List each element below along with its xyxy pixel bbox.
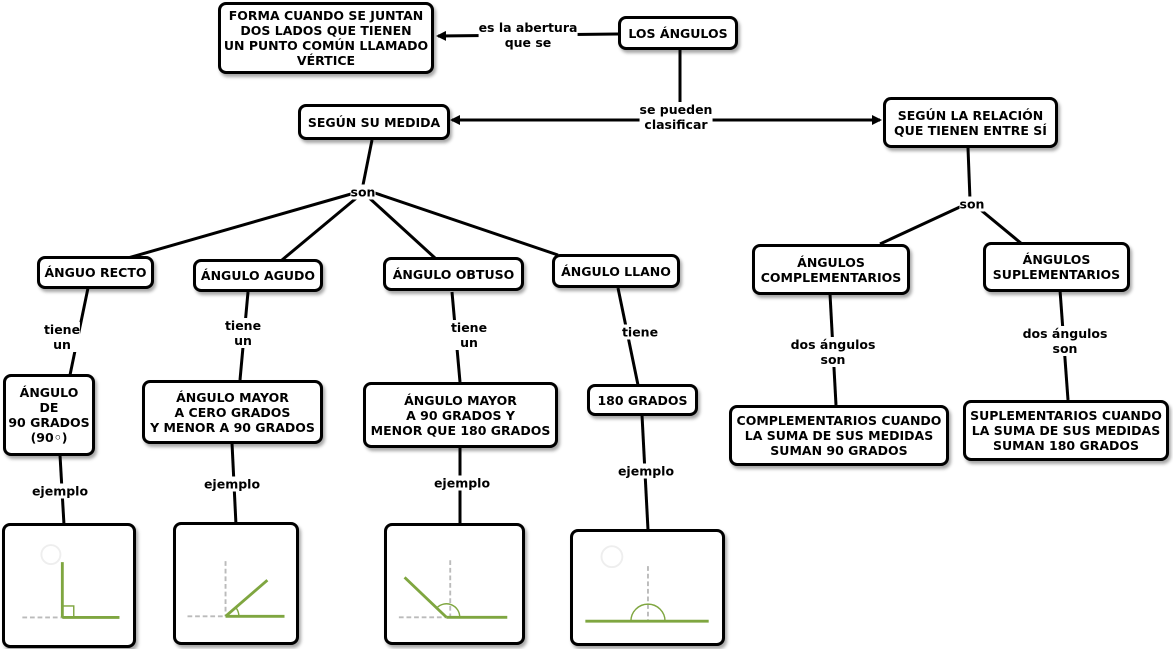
by-measure-node: SEGÚN SU MEDIDA [298,104,450,140]
link-label-example-right: ejemplo [31,483,89,499]
link-label-can-classify: se pueden clasificar [639,102,713,132]
complementary-definition: COMPLEMENTARIOS CUANDO LA SUMA DE SUS ME… [729,405,949,466]
straight-angle-example [570,529,725,646]
obtuse-angle-definition: ÁNGULO MAYOR A 90 GRADOS Y MENOR QUE 180… [363,382,558,448]
supplementary-definition: SUPLEMENTARIOS CUANDO LA SUMA DE SUS MED… [963,400,1169,461]
link-label-two-angles-supp: dos ángulos son [1022,326,1108,356]
link-label-are-right: son [959,196,985,212]
supplementary-node: ÁNGULOS SUPLEMENTARIOS [983,242,1130,292]
definition-node: FORMA CUANDO SE JUNTAN DOS LADOS QUE TIE… [218,2,434,74]
obtuse-angle-node: ÁNGULO OBTUSO [383,257,524,291]
link-label-has-acute: tiene un [224,318,262,348]
right-angle-example [2,523,136,648]
link-label-are-left: son [350,184,376,200]
root-node-angles: LOS ÁNGULOS [618,16,738,50]
acute-angle-node: ÁNGULO AGUDO [193,259,323,292]
link-label-example-acute: ejemplo [203,476,261,492]
right-angle-node: ÁNGUO RECTO [37,256,154,289]
right-angle-definition: ÁNGULO DE 90 GRADOS (90◦) [3,374,95,456]
obtuse-angle-example [384,523,525,645]
link-label-two-angles-comp: dos ángulos son [790,337,876,367]
link-label-example-obtuse: ejemplo [433,475,491,491]
link-label-is-opening: es la abertura que se [478,20,578,50]
straight-angle-node: ÁNGULO LLANO [552,254,680,288]
link-label-has-right: tiene un [43,322,81,352]
by-relation-node: SEGÚN LA RELACIÓN QUE TIENEN ENTRE SÍ [883,97,1058,148]
acute-angle-example [173,522,299,645]
link-label-has-obtuse: tiene un [450,320,488,350]
link-label-has-straight: tiene [621,324,659,340]
complementary-node: ÁNGULOS COMPLEMENTARIOS [752,244,910,295]
link-label-example-straight: ejemplo [617,463,675,479]
straight-angle-definition: 180 GRADOS [587,384,698,416]
acute-angle-definition: ÁNGULO MAYOR A CERO GRADOS Y MENOR A 90 … [142,380,323,444]
